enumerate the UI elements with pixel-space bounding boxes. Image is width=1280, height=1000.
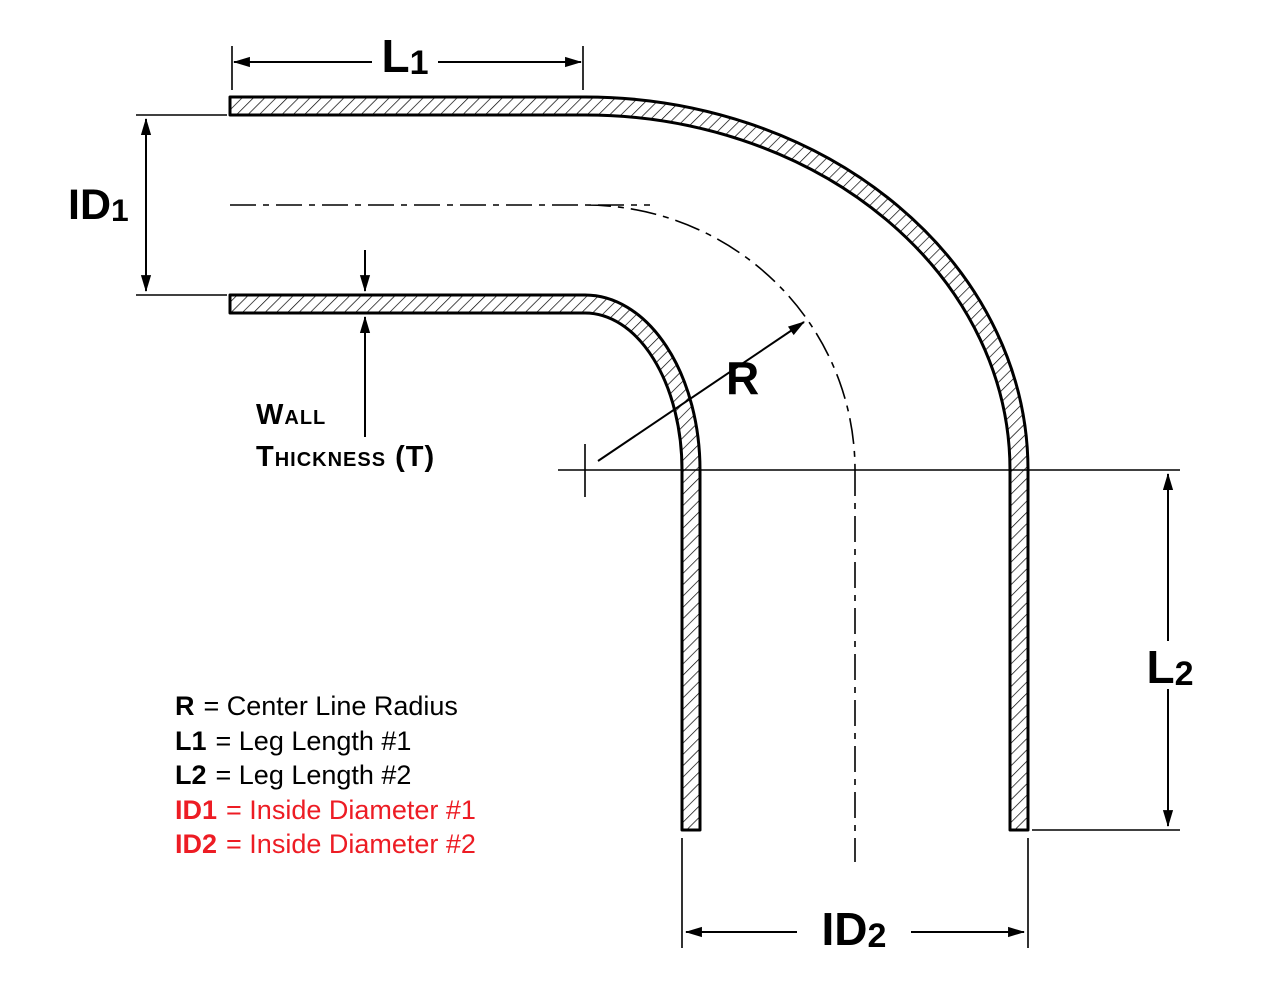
l1-label: L1 [381, 30, 428, 82]
legend-item-id2: ID2 = Inside Diameter #2 [175, 827, 476, 862]
legend: R = Center Line Radius L1 = Leg Length #… [175, 689, 476, 862]
tube-outer-wall [228, 95, 1030, 832]
legend-term-r: R [175, 691, 195, 721]
l1-label-bg [372, 32, 438, 78]
tube-inner-wall [228, 293, 702, 832]
legend-desc-l1: = Leg Length #1 [215, 725, 412, 756]
legend-term-id2: ID2 [175, 829, 218, 859]
l2-label-bg [1136, 641, 1204, 689]
radius-label: R [726, 352, 759, 404]
id2-label: ID2 [822, 903, 887, 955]
legend-item-l1: L1 = Leg Length #1 [175, 724, 476, 759]
legend-item-id1: ID1 = Inside Diameter #1 [175, 793, 476, 828]
wall-thickness-label-line2: Thickness (T) [256, 441, 435, 473]
legend-item-l2: L2 = Leg Length #2 [175, 758, 476, 793]
legend-desc-l2: = Leg Length #2 [215, 760, 412, 790]
legend-desc-id2: = Inside Diameter #2 [226, 829, 476, 859]
legend-term-l1: L1 [175, 725, 207, 756]
radius-leader-line [597, 321, 805, 462]
centerline [230, 204, 856, 862]
legend-desc-id1: = Inside Diameter #1 [226, 794, 476, 825]
legend-desc-r: = Center Line Radius [203, 691, 458, 721]
legend-term-id1: ID1 [175, 794, 218, 825]
extension-lines [136, 46, 1180, 948]
legend-term-l2: L2 [175, 760, 207, 790]
wall-thickness-label-line1: Wall [256, 399, 326, 431]
legend-item-r: R = Center Line Radius [175, 689, 476, 724]
id1-label: ID1 [68, 181, 129, 229]
l2-label: L2 [1146, 641, 1193, 693]
id2-label-bg [797, 903, 911, 955]
